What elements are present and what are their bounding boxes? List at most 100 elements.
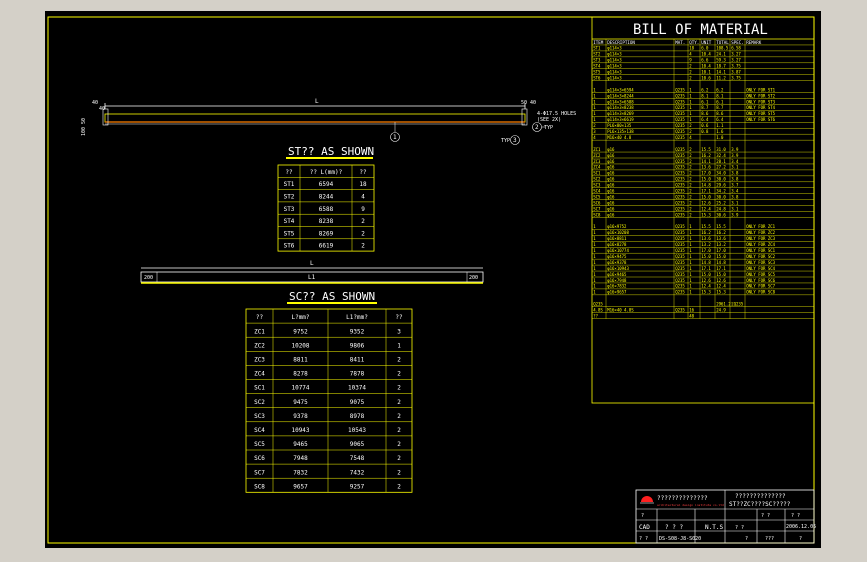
bom-cell: 17.1 bbox=[701, 266, 711, 271]
bom-cell: 1 bbox=[593, 248, 596, 253]
sc-table-cell: 7432 bbox=[350, 469, 365, 476]
bom-cell: 1 bbox=[689, 236, 692, 241]
bom-cell: SC6 bbox=[593, 200, 601, 205]
bom-cell: 1 bbox=[593, 278, 596, 283]
st-table-title: ST?? AS SHOWN bbox=[288, 145, 374, 158]
callout-2: 2 bbox=[535, 124, 539, 131]
bom-cell: φ16×10943 bbox=[607, 266, 629, 271]
sc-table-cell: 8411 bbox=[350, 356, 365, 363]
bom-cell: 1 bbox=[593, 272, 596, 277]
bom-cell: φ114×3×8269 bbox=[607, 111, 634, 116]
bom-cell: φ16×8811 bbox=[607, 236, 627, 241]
sc-table-cell: 10374 bbox=[348, 385, 366, 392]
bom-cell: Q235 bbox=[675, 129, 685, 134]
sc-table-cell: ZC2 bbox=[254, 342, 265, 349]
bom-cell: Q235 bbox=[675, 165, 685, 170]
company-sub: architectural design institute co.ltd bbox=[657, 503, 724, 507]
bom-cell: 4.8S bbox=[593, 308, 603, 313]
bom-cell: 1 bbox=[689, 87, 692, 92]
bom-cell: Q235 bbox=[593, 302, 603, 307]
bom-cell: 25.2 bbox=[716, 200, 726, 205]
bom-cell: 14.8 bbox=[701, 260, 711, 265]
bom-cell: 3.8 bbox=[731, 177, 739, 182]
sc-table-cell: 8978 bbox=[350, 413, 365, 420]
sc-table-cell: 1 bbox=[397, 342, 401, 349]
bom-cell: 108.5 bbox=[716, 46, 729, 51]
beam-mid-l1-label: L1 bbox=[308, 274, 316, 281]
drawing-sheet: L 40 40 100 50 50 40 1 2 3 4-Φ17.5 HOLES… bbox=[47, 16, 816, 544]
bom-cell: SC3 bbox=[593, 183, 601, 188]
bom-cell: ONLY FOR ZC3 bbox=[746, 236, 775, 241]
sc-table-cell: 7878 bbox=[350, 371, 365, 378]
bom-cell: 31.0 bbox=[716, 147, 726, 152]
bom-cell: Q235 bbox=[675, 200, 685, 205]
bom-cell: 1 bbox=[593, 254, 596, 259]
sc-table-cell: 9657 bbox=[293, 483, 308, 490]
bom-cell: 17.0 bbox=[716, 248, 726, 253]
beam-mid-left-dim: 200 bbox=[144, 275, 153, 281]
drawing-title-2: ST??ZC????SC????? bbox=[729, 501, 791, 508]
bom-cell: Q235 bbox=[675, 99, 685, 104]
bom-cell: φ114×3 bbox=[607, 58, 622, 63]
bom-cell: ONLY FOR SC8 bbox=[746, 290, 775, 295]
left-dim-left: 40 bbox=[99, 106, 105, 112]
bom-cell: 1 bbox=[689, 278, 692, 283]
bom-cell: 13.6 bbox=[701, 165, 711, 170]
bom-cell: 3.27 bbox=[731, 58, 741, 63]
bom-cell: φ114×3×6619 bbox=[607, 117, 634, 122]
date-value: 2006.12.05 bbox=[786, 524, 816, 530]
bom-cell: SC1 bbox=[593, 171, 601, 176]
sc-table-cell: SC8 bbox=[254, 483, 265, 490]
bom-cell: SC5 bbox=[593, 194, 601, 199]
bom-cell: Q235 bbox=[675, 93, 685, 98]
bom-cell: ONLY FOR SC2 bbox=[746, 254, 775, 259]
bom-cell: 32.4 bbox=[716, 153, 726, 158]
bom-cell: 2 bbox=[689, 75, 692, 80]
bom-cell: 3.1 bbox=[731, 165, 739, 170]
bom-cell: 2 bbox=[689, 159, 692, 164]
tb-q-e: ? ? bbox=[735, 525, 744, 531]
st-table-cell: 6594 bbox=[319, 181, 334, 188]
bom-cell: ONLY FOR SC5 bbox=[746, 272, 775, 277]
tb-q-c: ? ? bbox=[761, 513, 770, 519]
sc-table-cell: 9806 bbox=[350, 342, 365, 349]
bom-cell: 30.0 bbox=[716, 194, 726, 199]
sc-table-cell: 2 bbox=[397, 413, 401, 420]
bom-cell: 16.2 bbox=[701, 153, 711, 158]
sc-table-cell: 9378 bbox=[293, 413, 308, 420]
bom-cell: Q235 bbox=[675, 260, 685, 265]
bom-cell: 1 bbox=[689, 254, 692, 259]
bom-cell: SC4 bbox=[593, 189, 601, 194]
tb-q-g: ? bbox=[745, 536, 748, 542]
st-table-cell: 8238 bbox=[319, 218, 334, 225]
bom-header-cell: TOTAL bbox=[716, 40, 729, 45]
bom-cell: 1 bbox=[689, 230, 692, 235]
st-table-cell: 2 bbox=[361, 243, 365, 250]
st-table-header-cell: ?? bbox=[359, 169, 367, 176]
bom-cell: φ114×3×6594 bbox=[607, 87, 634, 92]
bom-cell: 3.1 bbox=[731, 206, 739, 211]
sc-table-cell: 9465 bbox=[293, 441, 308, 448]
bom-cell: 1 bbox=[689, 224, 692, 229]
bom-cell: 3.75 bbox=[731, 64, 741, 69]
sc-table-cell: 9475 bbox=[293, 399, 308, 406]
bom-cell: Q235 bbox=[675, 171, 685, 176]
st-table-cell: 4 bbox=[361, 193, 365, 200]
bom-cell: 10.1 bbox=[701, 70, 711, 75]
beam-mid-right-dim: 200 bbox=[469, 275, 478, 281]
bom-cell: 24.8 bbox=[716, 206, 726, 211]
bom-cell: ZC4 bbox=[593, 165, 601, 170]
bom-cell: 1 bbox=[689, 93, 692, 98]
bom-cell: 1 bbox=[689, 284, 692, 289]
bom-cell: Q235 bbox=[675, 224, 685, 229]
bom-cell: 30.0 bbox=[716, 177, 726, 182]
bom-cell: 4 bbox=[593, 135, 596, 140]
bom-cell: 15.0 bbox=[701, 177, 711, 182]
bom-cell: 14.8 bbox=[701, 183, 711, 188]
bom-cell: 2 bbox=[689, 171, 692, 176]
bom-cell: 18.7 bbox=[716, 64, 726, 69]
sheet-border bbox=[47, 16, 815, 544]
bom-cell: 1 bbox=[593, 99, 596, 104]
sc-table-cell: SC6 bbox=[254, 455, 265, 462]
